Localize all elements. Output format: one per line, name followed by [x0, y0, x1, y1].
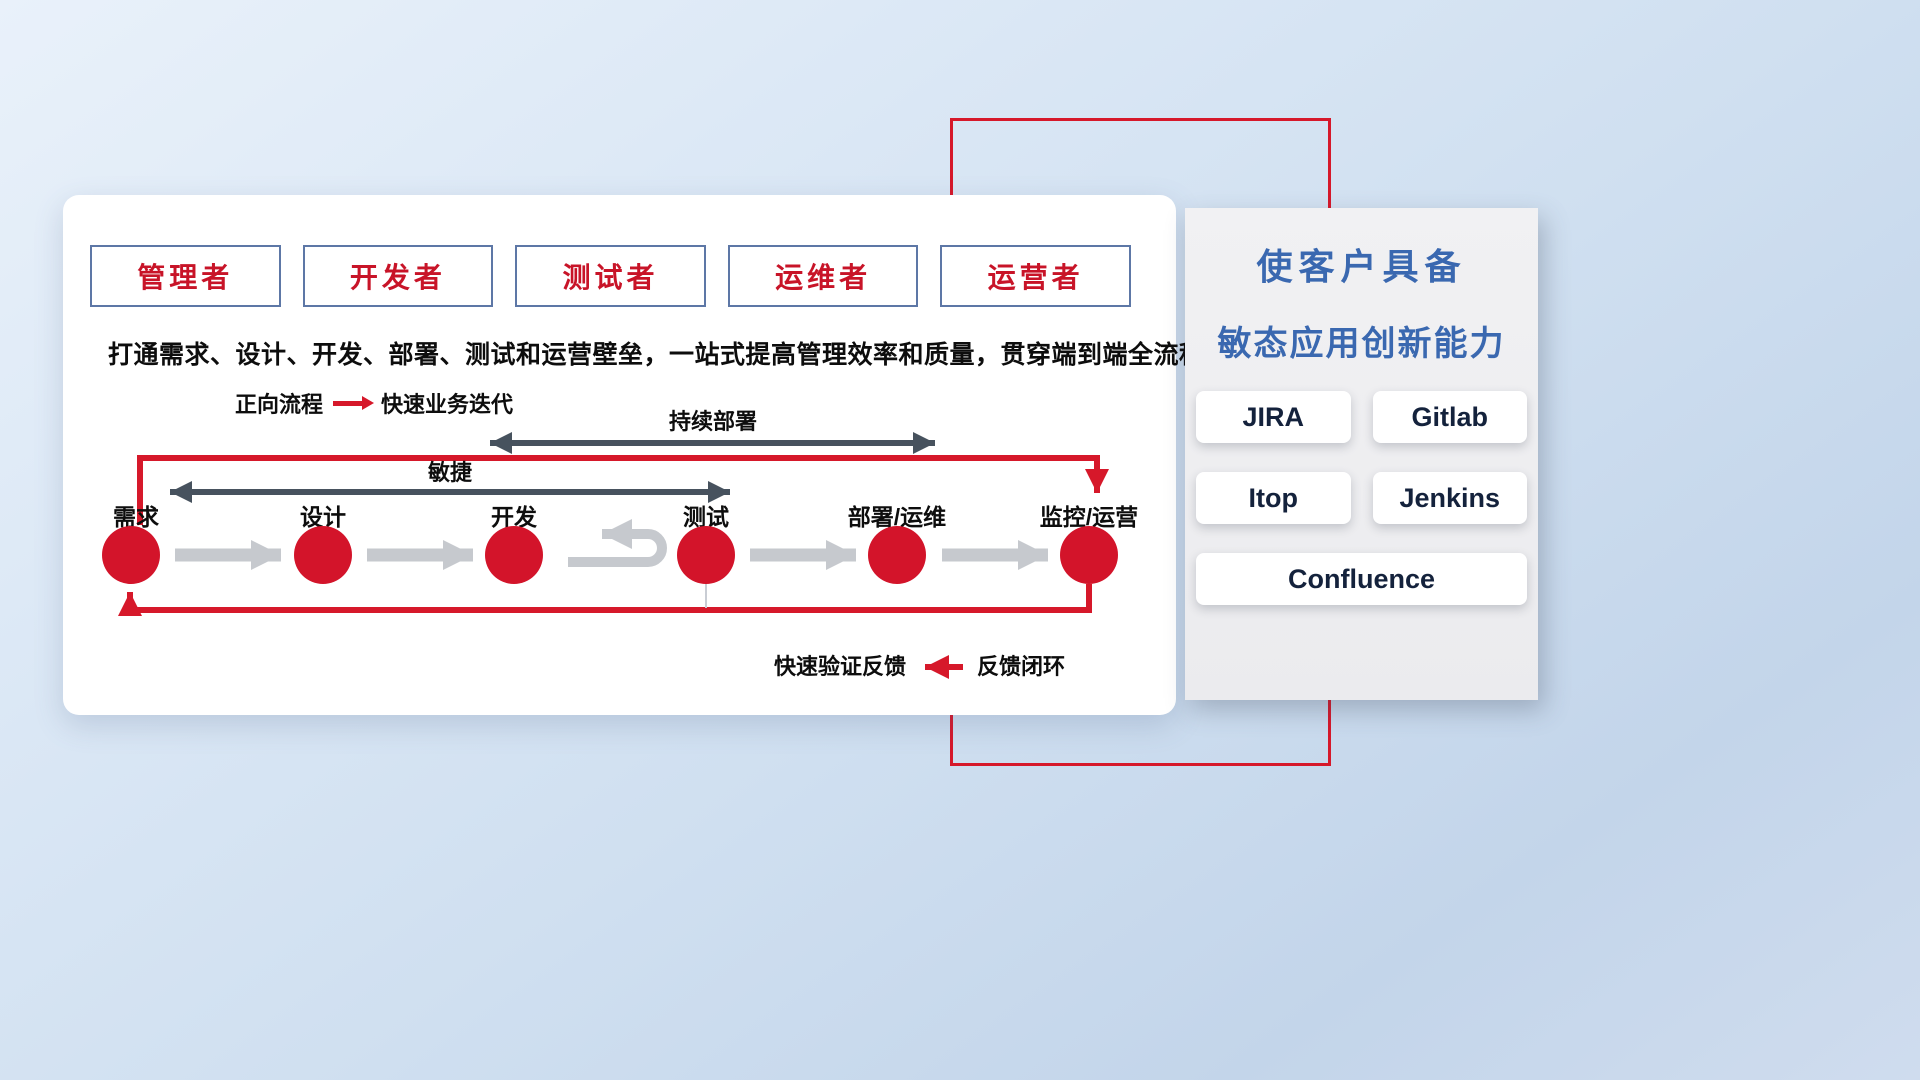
stage-node-deploy-ops	[868, 526, 926, 584]
role-label: 开发者	[349, 262, 446, 293]
role-label: 测试者	[562, 262, 659, 293]
tool-chip-confluence: Confluence	[1196, 553, 1527, 605]
legend-feedback-label: 反馈闭环	[977, 654, 1065, 679]
agile-label: 敏捷	[427, 460, 473, 485]
stage-label-deploy-ops: 部署/运维	[848, 504, 946, 530]
iteration-loop-icon	[568, 519, 667, 567]
stage-node-monitor-ops	[1060, 526, 1118, 584]
role-label: 运营者	[987, 262, 1084, 293]
legend-forward-desc: 快速业务迭代	[381, 392, 514, 417]
capability-title-line1: 使客户具备	[1256, 246, 1467, 287]
stage-node-development	[485, 526, 543, 584]
role-box-business-operator: 运营者	[940, 245, 1131, 307]
legend-feedback-desc: 快速验证反馈	[774, 654, 906, 679]
stage-node-requirements	[102, 526, 160, 584]
stage-node-design	[294, 526, 352, 584]
role-label: 运维者	[775, 262, 872, 293]
capability-title-line2: 敏态应用创新能力	[1217, 325, 1506, 363]
capability-title: 使客户具备 敏态应用创新能力	[1185, 238, 1538, 365]
tool-chip-itop: Itop	[1196, 472, 1351, 524]
continuous-deployment-label: 持续部署	[669, 409, 757, 434]
role-box-developer: 开发者	[302, 245, 494, 307]
stage-label-requirements: 需求	[113, 504, 159, 530]
flow-diagram: 持续部署 敏捷 需求 设计 开发 测试 部署/运维 监控/运营	[102, 409, 1138, 679]
workflow-subtitle: 打通需求、设计、开发、部署、测试和运营壁垒，一站式提高管理效率和质量，贯穿端到端…	[108, 341, 1205, 369]
legend-forward-label: 正向流程	[235, 392, 324, 417]
roles-row: 管理者 开发者 测试者 运维者 运营者	[90, 245, 1131, 307]
tool-chip-jira: JIRA	[1196, 391, 1351, 443]
stage-node-testing	[677, 526, 735, 584]
capability-panel: 使客户具备 敏态应用创新能力 JIRA Gitlab Itop Jenkins …	[1185, 208, 1538, 700]
workflow-panel: 管理者 开发者 测试者 运维者 运营者 打通需求、设计、开发、部署、测试和运营壁…	[63, 195, 1205, 715]
stage-label-monitor-ops: 监控/运营	[1040, 504, 1138, 530]
feedback-loop-line	[118, 584, 1092, 616]
role-box-operator: 运维者	[727, 245, 919, 307]
forward-arrow-icon	[333, 395, 375, 410]
tools-grid: JIRA Gitlab Itop Jenkins Confluence	[1196, 391, 1527, 605]
forward-loop-line	[137, 455, 1109, 525]
stage-label-development: 开发	[491, 504, 537, 530]
role-box-manager: 管理者	[90, 245, 281, 307]
tool-chip-gitlab: Gitlab	[1372, 391, 1527, 443]
tool-chip-jenkins: Jenkins	[1372, 472, 1527, 524]
role-box-tester: 测试者	[515, 245, 706, 307]
role-label: 管理者	[137, 262, 234, 293]
stage-label-design: 设计	[300, 504, 346, 530]
stage-label-testing: 测试	[683, 504, 729, 530]
legend-forward: 正向流程 快速业务迭代	[235, 387, 513, 419]
